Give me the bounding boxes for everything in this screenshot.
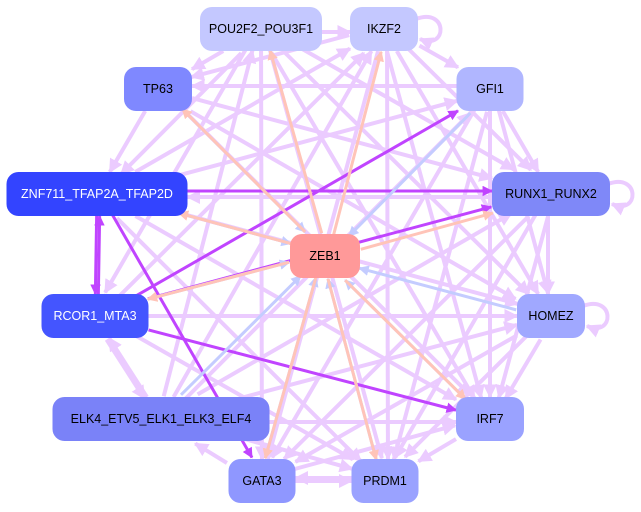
node-box: [200, 7, 322, 51]
edge-pou2f2_pou3f1-to-homez: [281, 49, 531, 296]
node-label: IRF7: [476, 412, 503, 426]
node-label: GFI1: [476, 82, 504, 96]
edge-gata3-to-irf7: [294, 421, 457, 471]
node-label: RCOR1_MTA3: [53, 309, 136, 323]
edge-pou2f2_pou3f1-to-irf7: [269, 51, 477, 400]
edge-tp63-to-znf711: [108, 109, 147, 174]
edge-rcor1-to-elk4: [104, 338, 147, 400]
node-box: [351, 459, 419, 503]
node-ikzf2[interactable]: IKZF2: [350, 7, 418, 51]
edge-gfi1-to-prdm1: [390, 111, 489, 462]
edge-gfi1-to-zeb1: [347, 112, 472, 238]
node-gata3[interactable]: GATA3: [228, 459, 296, 503]
edge-gata3-to-elk4: [194, 441, 228, 465]
self-loop-homez: [582, 302, 610, 338]
edge-elk4-to-rcor1: [107, 336, 149, 399]
node-box: [41, 294, 149, 338]
self-loop-runx1: [607, 180, 635, 216]
edge-zeb1-to-gata3: [262, 276, 318, 460]
edge-gfi1-to-gata3: [270, 108, 477, 459]
edge-tp63-to-homez: [189, 109, 517, 301]
edge-irf7-to-prdm1: [417, 437, 458, 463]
edge-elk4-to-zeb1: [179, 274, 302, 396]
edge-rcor1-to-irf7: [148, 328, 458, 413]
node-label: POU2F2_POU3F1: [209, 22, 313, 36]
edge-elk4-to-runx1: [196, 211, 513, 397]
node-rcor1[interactable]: RCOR1_MTA3: [41, 294, 149, 338]
edge-zeb1-to-irf7: [344, 279, 467, 401]
edge-zeb1-to-runx1: [360, 210, 494, 251]
edge-runx1-to-prdm1: [393, 213, 538, 459]
edge-znf711-to-irf7: [134, 214, 458, 402]
node-label: TP63: [143, 82, 173, 96]
node-elk4[interactable]: ELK4_ETV5_ELK1_ELK3_ELF4: [52, 397, 270, 441]
node-label: GATA3: [242, 474, 281, 488]
node-box: [124, 67, 192, 111]
edge-pou2f2_pou3f1-to-gata3: [254, 50, 269, 461]
edge-zeb1-to-znf711: [177, 210, 292, 246]
node-box: [456, 397, 524, 441]
edge-znf711-to-rcor1: [90, 215, 101, 296]
node-prdm1[interactable]: PRDM1: [351, 459, 419, 503]
node-label: ZEB1: [309, 249, 340, 263]
node-runx1[interactable]: RUNX1_RUNX2: [492, 172, 610, 216]
edge-tp63-to-runx1: [191, 96, 494, 182]
edge-rcor1-to-ikzf2: [117, 51, 366, 298]
node-label: ZNF711_TFAP2A_TFAP2D: [21, 187, 173, 201]
node-tp63[interactable]: TP63: [124, 67, 192, 111]
edge-gfi1-to-runx1: [501, 109, 540, 174]
node-box: [290, 234, 360, 278]
edge-zeb1-to-rcor1: [146, 260, 290, 302]
edge-zeb1-to-ikzf2: [332, 50, 384, 236]
node-box: [52, 397, 270, 441]
node-homez[interactable]: HOMEZ: [517, 294, 585, 338]
edge-ikzf2-to-irf7: [385, 51, 485, 400]
edge-rcor1-to-znf711: [94, 214, 105, 295]
node-box: [517, 294, 585, 338]
edge-rcor1-to-gfi1: [134, 109, 459, 298]
node-znf711[interactable]: ZNF711_TFAP2A_TFAP2D: [6, 172, 188, 216]
edge-pou2f2_pou3f1-to-rcor1: [103, 48, 248, 294]
node-label: PRDM1: [363, 474, 407, 488]
self-loop-ikzf2: [415, 15, 443, 51]
node-label: IKZF2: [367, 22, 401, 36]
edge-zeb1-to-pou2f2_pou3f1: [267, 49, 324, 234]
edge-pou2f2_pou3f1-to-tp63: [190, 49, 225, 71]
node-label: RUNX1_RUNX2: [505, 187, 597, 201]
node-box: [6, 172, 188, 216]
node-box: [456, 67, 524, 111]
edge-homez-to-zeb1: [358, 265, 517, 312]
edge-zeb1-to-prdm1: [326, 278, 379, 461]
node-pou2f2_pou3f1[interactable]: POU2F2_POU3F1: [200, 7, 322, 51]
node-irf7[interactable]: IRF7: [456, 397, 524, 441]
edge-pou2f2_pou3f1-to-znf711: [119, 51, 243, 176]
edge-runx1-to-gata3: [282, 214, 531, 461]
node-gfi1[interactable]: GFI1: [456, 67, 524, 111]
node-box: [350, 7, 418, 51]
edge-homez-to-irf7: [503, 338, 543, 400]
edge-elk4-to-ikzf2: [171, 49, 374, 398]
node-box: [228, 459, 296, 503]
edge-zeb1-to-tp63: [181, 107, 307, 233]
node-label: HOMEZ: [528, 309, 574, 323]
node-label: ELK4_ETV5_ELK1_ELK3_ELF4: [71, 412, 252, 426]
node-zeb1[interactable]: ZEB1: [290, 234, 360, 278]
node-box: [492, 172, 610, 216]
